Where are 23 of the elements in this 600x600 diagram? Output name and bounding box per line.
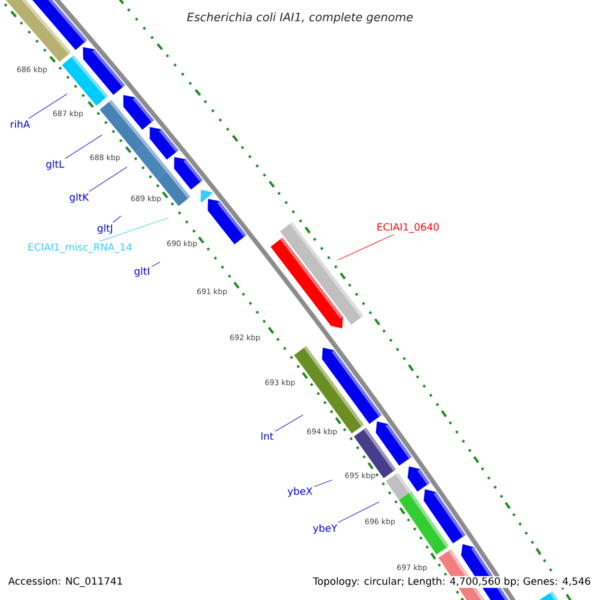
title: Escherichia coli IAI1, complete genome: [187, 12, 413, 24]
leader-line: [99, 218, 168, 242]
gene-label: gltK: [70, 193, 90, 203]
leader-line: [274, 414, 304, 432]
leader-line: [64, 134, 102, 159]
leader-line: [338, 234, 394, 260]
gene-label: gltJ: [98, 224, 112, 234]
leader-line: [88, 166, 128, 192]
leader-line: [28, 94, 68, 119]
gene-label: ybeX: [288, 487, 312, 497]
gene-label: gltL: [46, 160, 64, 170]
genome-info-text: Topology: circular; Length: 4,700,560 bp; Genes: 4,546: [312, 576, 592, 588]
leader-line: [314, 480, 332, 487]
accession-text: Accession: NC_011741: [7, 576, 124, 588]
gene-label: gltI: [134, 267, 150, 277]
leader-line: [151, 262, 160, 267]
leader-line: [338, 502, 380, 523]
leader-line: [112, 216, 122, 223]
gene-label: rihA: [10, 120, 30, 128]
gene-label: lnt: [261, 432, 274, 440]
gene-label: ybeY: [313, 524, 338, 534]
gene-label: ECIAI1_misc_RNA_14: [28, 243, 132, 253]
gene-label: ECIAI1_0640: [378, 223, 439, 233]
